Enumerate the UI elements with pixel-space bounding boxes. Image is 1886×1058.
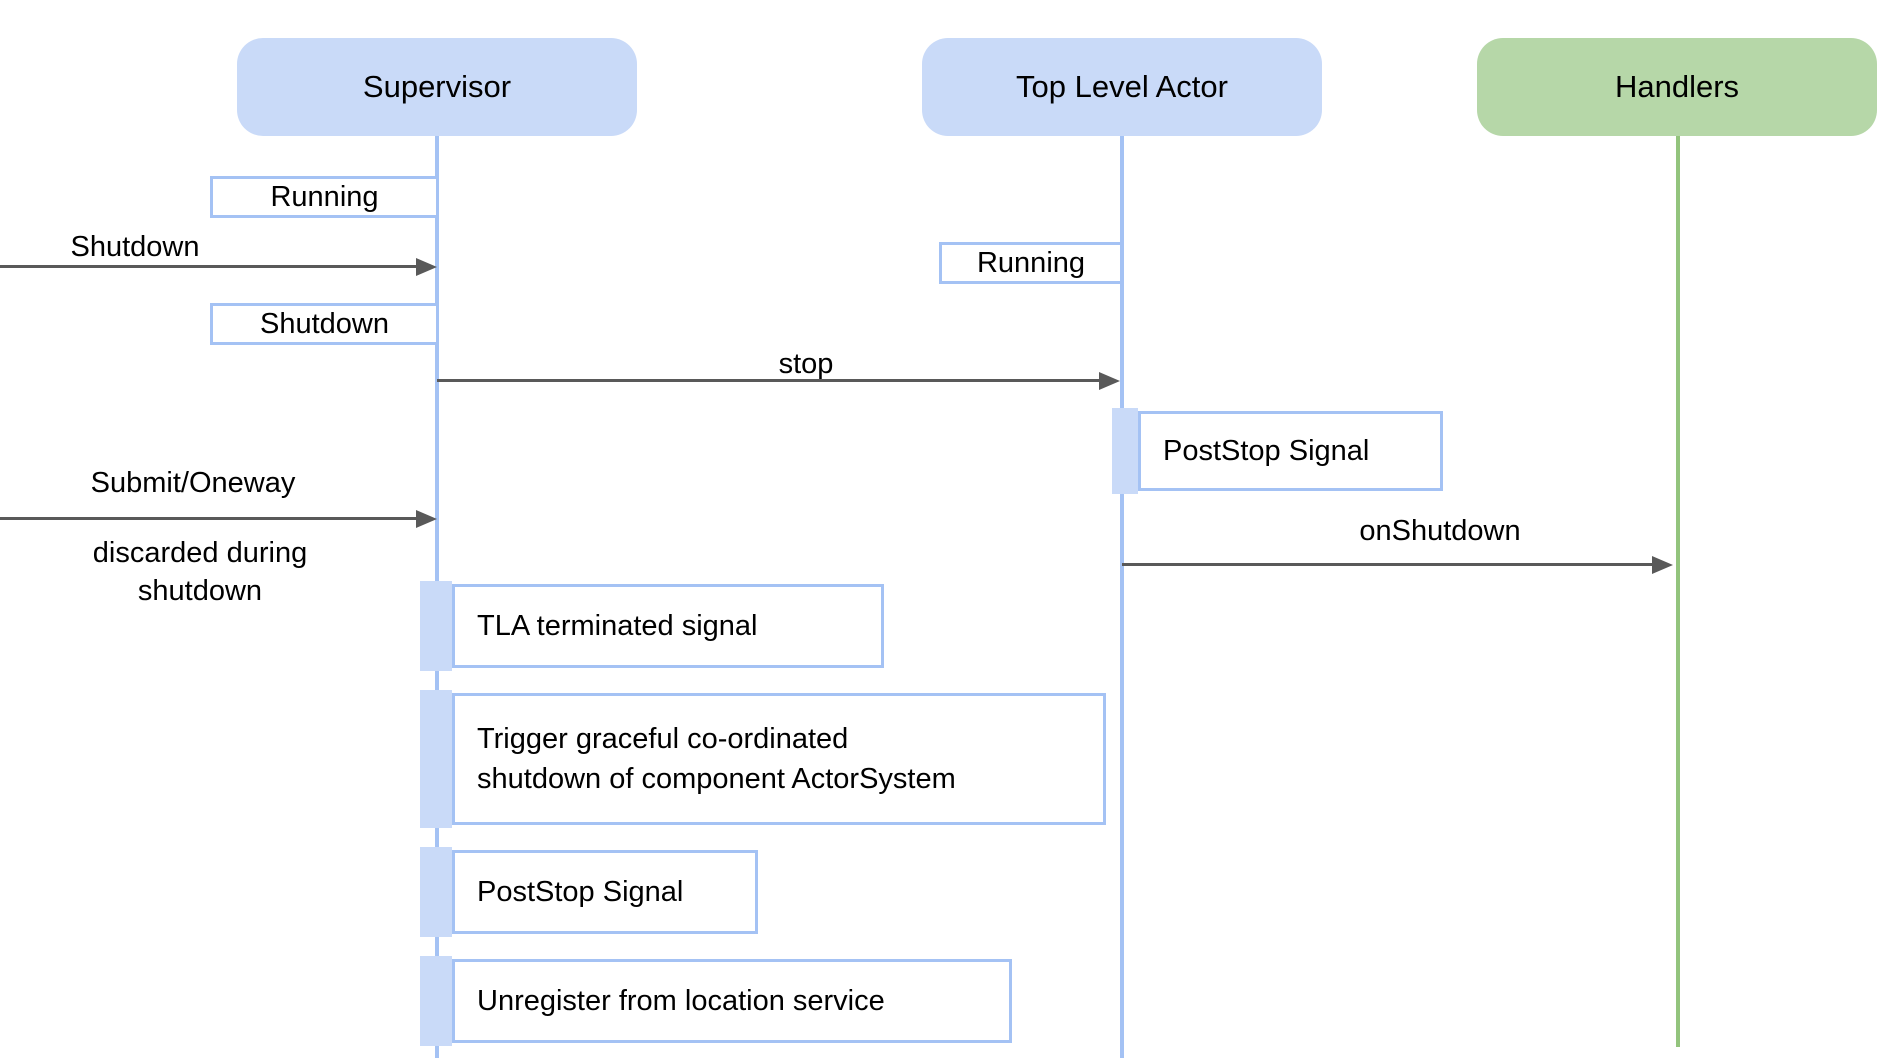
state-box-tla-running: Running xyxy=(939,242,1123,284)
message-arrow-onshutdown xyxy=(1122,563,1654,566)
message-arrow-shutdown xyxy=(0,265,418,268)
actor-label-top-level-actor: Top Level Actor xyxy=(1016,69,1228,104)
state-label: Running xyxy=(270,180,379,213)
task-label: PostStop Signal xyxy=(1163,435,1370,467)
activation-bar-supervisor xyxy=(420,690,452,828)
message-label-stop: stop xyxy=(778,348,834,380)
message-arrow-stop xyxy=(437,379,1101,382)
actor-label-handlers: Handlers xyxy=(1614,69,1740,104)
lifeline-top-level-actor xyxy=(1120,136,1124,1058)
lifeline-handlers xyxy=(1676,136,1680,1047)
arrowhead-icon xyxy=(1652,555,1673,574)
task-label: Trigger graceful co-ordinated shutdown o… xyxy=(477,723,956,795)
activation-bar-supervisor xyxy=(420,581,452,671)
state-label: Running xyxy=(976,246,1086,279)
activation-bar-supervisor xyxy=(420,847,452,937)
actor-box-top-level-actor: Top Level Actor xyxy=(922,38,1322,136)
activation-bar-supervisor xyxy=(420,956,452,1046)
state-box-supervisor-running: Running xyxy=(210,176,439,218)
message-label-onshutdown: onShutdown xyxy=(1359,515,1521,547)
state-label: Shutdown xyxy=(260,307,389,340)
task-box-tla-terminated-signal: TLA terminated signal xyxy=(452,584,884,668)
task-box-unregister-location-service: Unregister from location service xyxy=(452,959,1012,1043)
actor-box-supervisor: Supervisor xyxy=(237,38,637,136)
task-box-supervisor-poststop-signal: PostStop Signal xyxy=(452,850,758,934)
message-label-shutdown: Shutdown xyxy=(70,231,200,263)
actor-label-supervisor: Supervisor xyxy=(362,69,512,104)
task-box-tla-poststop-signal: PostStop Signal xyxy=(1138,411,1443,491)
arrowhead-icon xyxy=(416,257,437,276)
actor-box-handlers: Handlers xyxy=(1477,38,1877,136)
task-box-trigger-graceful-shutdown: Trigger graceful co-ordinated shutdown o… xyxy=(452,693,1106,825)
arrowhead-icon xyxy=(416,509,437,528)
arrowhead-icon xyxy=(1099,371,1120,390)
task-label: Unregister from location service xyxy=(477,985,885,1017)
task-label: TLA terminated signal xyxy=(477,610,758,642)
message-arrow-submit-oneway xyxy=(0,517,418,520)
message-note-discarded: discarded during shutdown xyxy=(92,537,308,607)
task-label: PostStop Signal xyxy=(477,876,684,908)
state-box-supervisor-shutdown: Shutdown xyxy=(210,303,439,345)
message-label-submit-oneway: Submit/Oneway xyxy=(90,467,296,499)
activation-bar-tla xyxy=(1112,408,1138,494)
